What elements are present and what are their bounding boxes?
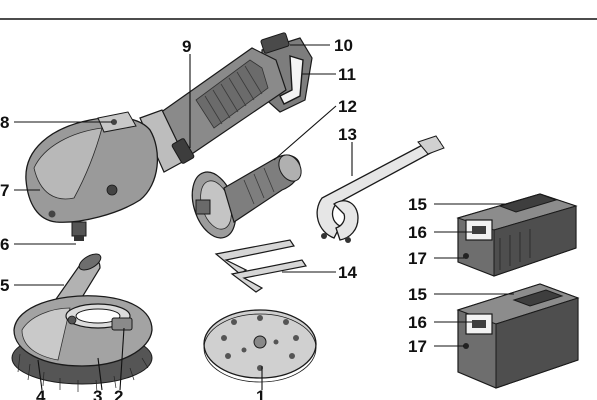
callout-15: 15 xyxy=(408,195,427,214)
callout-5: 5 xyxy=(0,276,9,295)
callout-7: 7 xyxy=(0,181,9,200)
side-handle-icon xyxy=(184,151,305,244)
callout-16: 16 xyxy=(408,313,427,332)
callout-14: 14 xyxy=(338,263,357,282)
battery-pack-icon xyxy=(458,194,576,276)
callout-17: 17 xyxy=(408,337,427,356)
callout-8: 8 xyxy=(0,113,9,132)
callout-2: 2 xyxy=(114,387,123,400)
sanding-pad-icon xyxy=(204,310,316,382)
callout-11: 11 xyxy=(338,65,356,84)
callout-3: 3 xyxy=(93,387,102,400)
callout-16: 16 xyxy=(408,223,427,242)
angle-grinder-icon xyxy=(26,32,312,241)
battery-pack-icon xyxy=(458,284,578,388)
callout-13: 13 xyxy=(338,125,357,144)
dust-hood-icon xyxy=(12,251,152,392)
callout-4: 4 xyxy=(36,387,46,400)
callout-9: 9 xyxy=(182,37,191,56)
callout-12: 12 xyxy=(338,97,357,116)
hex-key-icon xyxy=(216,240,306,292)
callout-10: 10 xyxy=(334,36,353,55)
callout-17: 17 xyxy=(408,249,427,268)
callout-15: 15 xyxy=(408,285,427,304)
callout-6: 6 xyxy=(0,235,9,254)
callout-1: 1 xyxy=(256,387,265,400)
